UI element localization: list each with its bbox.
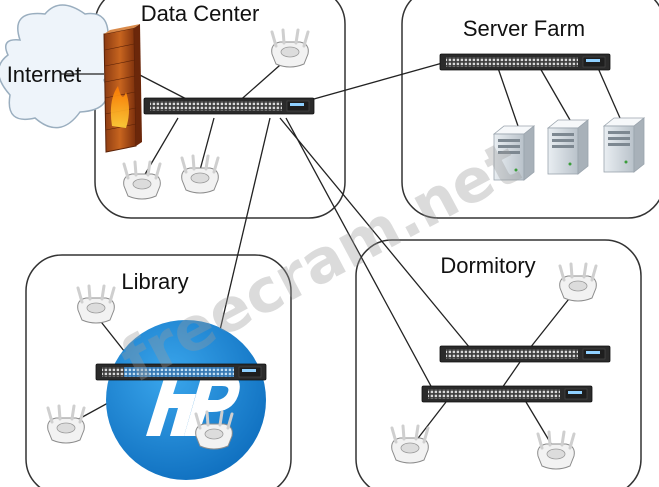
- link-core-ap-right: [199, 117, 215, 171]
- server-farm-switch-icon: [439, 53, 611, 71]
- server-farm-label: Server Farm: [463, 16, 585, 41]
- link-sf-server-1: [497, 67, 519, 127]
- data-center-label: Data Center: [141, 1, 260, 26]
- dormitory-label: Dormitory: [440, 253, 535, 278]
- library-switch-icon: [95, 363, 267, 381]
- dorm-switch-top-icon: [439, 345, 611, 363]
- link-sf-server-3: [597, 67, 621, 119]
- tower-server-icon: [603, 117, 645, 173]
- firewall-icon: [103, 24, 142, 153]
- dorm-switch-bottom-icon: [421, 385, 593, 403]
- tower-server-icon: [547, 119, 589, 175]
- link-core-server-farm: [295, 61, 447, 105]
- internet-cloud-icon: Internet: [0, 4, 116, 129]
- link-dorm-switches: [501, 361, 521, 389]
- library-label: Library: [121, 269, 188, 294]
- link-core-dorm-2: [285, 117, 433, 389]
- core-switch-icon: [143, 97, 315, 115]
- link-sf-server-2: [539, 67, 571, 121]
- link-core-dorm-1: [279, 117, 471, 349]
- link-core-library: [211, 117, 271, 365]
